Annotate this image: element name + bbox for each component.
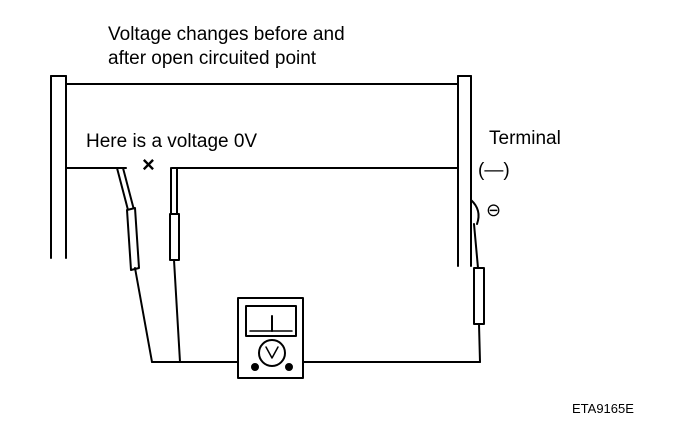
voltmeter-icon: [237, 297, 304, 379]
left-test-probe: [116, 167, 239, 363]
terminal-label: Terminal: [489, 128, 561, 149]
title-line-1: Voltage changes before and: [108, 24, 345, 45]
open-circuit-mark: ×: [142, 152, 155, 177]
left-component-block: [50, 75, 67, 259]
right-terminal-block: [457, 75, 472, 267]
right-test-probe: [302, 199, 485, 363]
open-point-note: Here is a voltage 0V: [86, 131, 258, 152]
terminal-polarity: (—): [478, 160, 510, 181]
title-line-2: after open circuited point: [108, 48, 317, 69]
middle-test-probe: [169, 167, 181, 363]
minus-symbol-icon: ⊖: [486, 200, 502, 220]
figure-code: ETA9165E: [572, 401, 634, 416]
